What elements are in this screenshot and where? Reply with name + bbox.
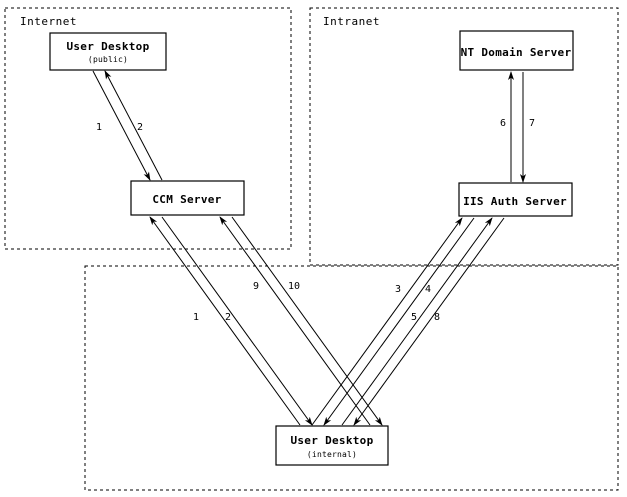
node-user-desktop-public-subtitle: (public) <box>88 55 128 64</box>
node-user-desktop-internal-title: User Desktop <box>290 434 373 447</box>
edge-5-line <box>341 217 493 426</box>
edge-label-2: 2 <box>137 122 143 133</box>
node-ccm-server-title: CCM Server <box>152 193 221 206</box>
node-group: User Desktop (public) CCM Server NT Doma… <box>49 30 574 466</box>
node-user-desktop-public-box[interactable] <box>49 32 167 71</box>
node-user-desktop-internal[interactable]: User Desktop (internal) <box>275 425 389 466</box>
node-ccm-server[interactable]: CCM Server <box>130 180 245 216</box>
edge-label-3: 3 <box>395 284 401 295</box>
edge-label-5: 5 <box>411 312 417 323</box>
node-iis-auth-server-title: IIS Auth Server <box>463 195 567 208</box>
edge-label-6: 6 <box>500 118 506 129</box>
edge-10-line <box>231 216 383 426</box>
node-ccm-server-box[interactable] <box>130 180 245 216</box>
edge-label-8: 8 <box>434 312 440 323</box>
edge-1b-line <box>149 216 301 426</box>
edge-label-7: 7 <box>529 118 535 129</box>
node-user-desktop-internal-subtitle: (internal) <box>307 450 357 459</box>
node-user-desktop-public[interactable]: User Desktop (public) <box>49 32 167 71</box>
edge-8-line <box>353 217 505 426</box>
node-nt-domain-server[interactable]: NT Domain Server <box>459 30 574 71</box>
edge-9-line <box>219 216 371 426</box>
edge-label-group: 1 2 1 2 9 10 3 4 5 8 6 7 <box>96 118 535 323</box>
zone-lower-border <box>84 265 619 491</box>
edge-3-line <box>311 217 463 426</box>
node-nt-domain-server-title: NT Domain Server <box>461 46 572 59</box>
zone-internet-label: Internet <box>20 15 77 28</box>
edge-label-1: 1 <box>96 122 102 133</box>
node-user-desktop-internal-box[interactable] <box>275 425 389 466</box>
edge-label-4: 4 <box>425 284 431 295</box>
zone-intranet: Intranet <box>309 7 619 266</box>
node-user-desktop-public-title: User Desktop <box>66 40 149 53</box>
edge-label-9: 9 <box>253 281 259 292</box>
edge-label-1b: 1 <box>193 312 199 323</box>
node-iis-auth-server[interactable]: IIS Auth Server <box>458 182 573 217</box>
edge-4-line <box>323 217 475 426</box>
zone-group: Internet Intranet <box>4 7 619 491</box>
edge-2-line <box>104 70 163 181</box>
edge-1-line <box>92 70 151 181</box>
zone-intranet-label: Intranet <box>323 15 380 28</box>
node-iis-auth-server-box[interactable] <box>458 182 573 217</box>
zone-lower <box>84 265 619 491</box>
node-nt-domain-server-box[interactable] <box>459 30 574 71</box>
edge-2b-line <box>161 216 313 426</box>
zone-internet: Internet <box>4 7 292 250</box>
edge-group <box>92 70 526 426</box>
edge-label-2b: 2 <box>225 312 231 323</box>
edge-label-10: 10 <box>288 281 300 292</box>
